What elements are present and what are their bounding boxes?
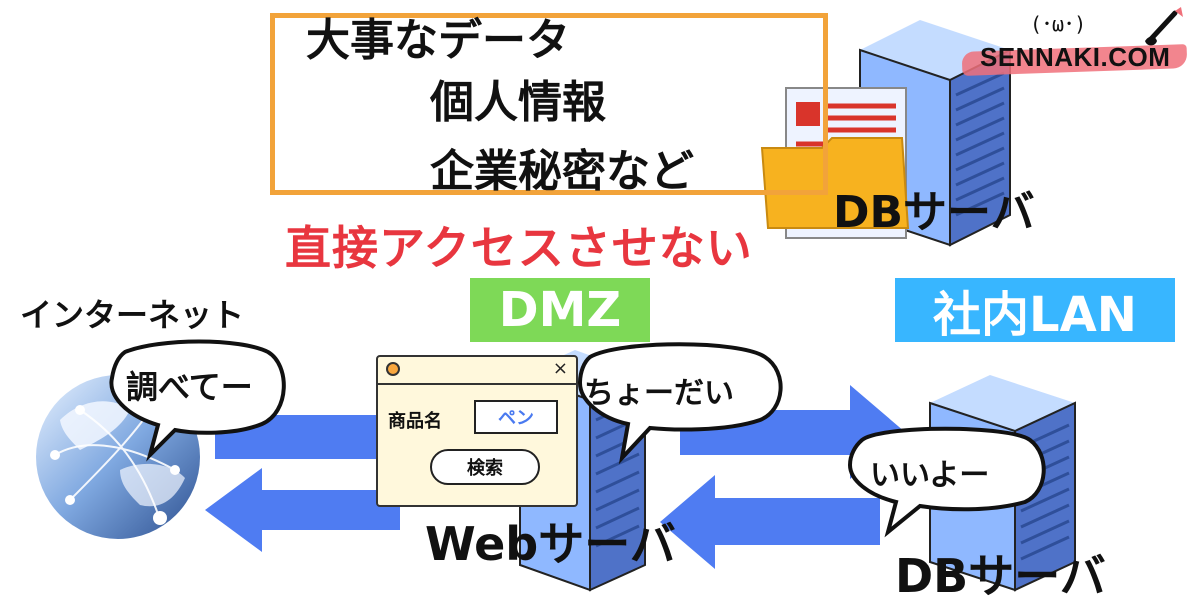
personal-info-label: 個人情報 bbox=[430, 77, 606, 128]
lan-label-text: 社内LAN bbox=[933, 287, 1137, 343]
response-arrow-db-to-web bbox=[660, 475, 880, 569]
speech-bubble-icon bbox=[577, 342, 783, 465]
dmz-label: DMZ bbox=[470, 278, 650, 342]
web-bubble-text: ちょーだい bbox=[584, 376, 734, 411]
product-name-label: 商品名 bbox=[388, 411, 442, 432]
folder-icon bbox=[760, 87, 910, 239]
lan-label: 社内LAN bbox=[895, 278, 1175, 343]
window-dot-icon bbox=[386, 362, 400, 376]
important-data-title: 大事なデータ bbox=[306, 15, 570, 66]
speech-bubble-icon bbox=[847, 426, 1046, 538]
db-server-top-label: DBサーバ bbox=[833, 187, 1035, 238]
dmz-label-text: DMZ bbox=[498, 282, 622, 338]
internet-bubble-text: 調べてー bbox=[126, 368, 253, 406]
speech-bubble-icon bbox=[109, 339, 286, 462]
db-bubble-text: いいよー bbox=[870, 458, 990, 493]
trade-secrets-label: 企業秘密など bbox=[430, 146, 694, 197]
response-arrow-web-to-internet bbox=[205, 468, 400, 552]
site-logo: SENNAKI.COM bbox=[961, 38, 1188, 78]
logo-text: SENNAKI.COM bbox=[980, 42, 1171, 72]
logo-face: (･ω･) bbox=[1030, 12, 1087, 36]
close-icon: × bbox=[552, 358, 568, 379]
web-server-label: Webサーバ bbox=[425, 517, 676, 571]
internet-label: インターネット bbox=[20, 296, 245, 334]
db-server-bottom-label: DBサーバ bbox=[895, 549, 1106, 603]
product-name-input: ペン bbox=[474, 400, 558, 434]
window-titlebar: × bbox=[378, 357, 576, 385]
search-window-icon: × 商品名 ペン 検索 bbox=[376, 355, 578, 507]
paintbrush-icon bbox=[1145, 7, 1183, 46]
search-button: 検索 bbox=[430, 449, 540, 485]
request-arrow-web-to-db bbox=[680, 385, 905, 479]
warning-text: 直接アクセスさせない bbox=[285, 221, 753, 275]
important-data-box bbox=[270, 13, 828, 195]
